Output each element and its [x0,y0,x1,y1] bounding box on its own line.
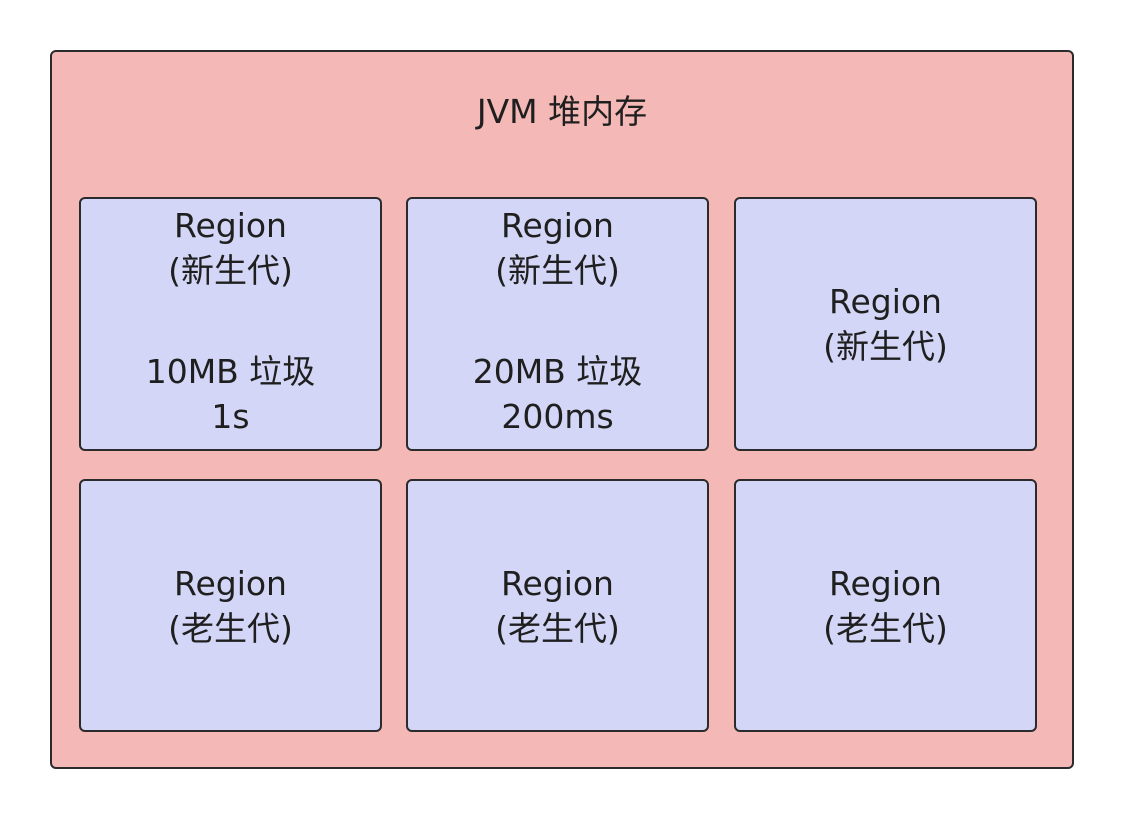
region-label: Region [174,206,287,245]
region-label: Region [501,206,614,245]
region-generation: (老生代) [495,608,620,648]
region-label: Region [174,563,287,603]
region-generation: (新生代) [168,251,293,290]
region-young-1: Region (新生代) 10MB 垃圾 1s [79,197,382,451]
region-generation: (新生代) [823,327,948,366]
region-garbage-amount: 10MB 垃圾 [145,352,316,391]
region-label: Region [501,563,614,603]
region-collection-time: 1s [211,397,250,436]
region-label: Region [829,563,942,603]
region-generation: (老生代) [823,608,948,648]
region-old-2: Region (老生代) [406,479,709,732]
region-generation: (新生代) [495,251,620,290]
region-generation: (老生代) [168,608,293,648]
heap-title: JVM 堆内存 [476,92,648,131]
region-garbage-amount: 20MB 垃圾 [472,352,643,391]
jvm-heap-container: JVM 堆内存 Region (新生代) 10MB 垃圾 1s Region (… [50,50,1074,769]
region-young-2: Region (新生代) 20MB 垃圾 200ms [406,197,709,451]
region-old-3: Region (老生代) [734,479,1037,732]
region-label: Region [829,282,942,321]
region-young-3: Region (新生代) [734,197,1037,451]
region-collection-time: 200ms [501,397,614,436]
region-old-1: Region (老生代) [79,479,382,732]
